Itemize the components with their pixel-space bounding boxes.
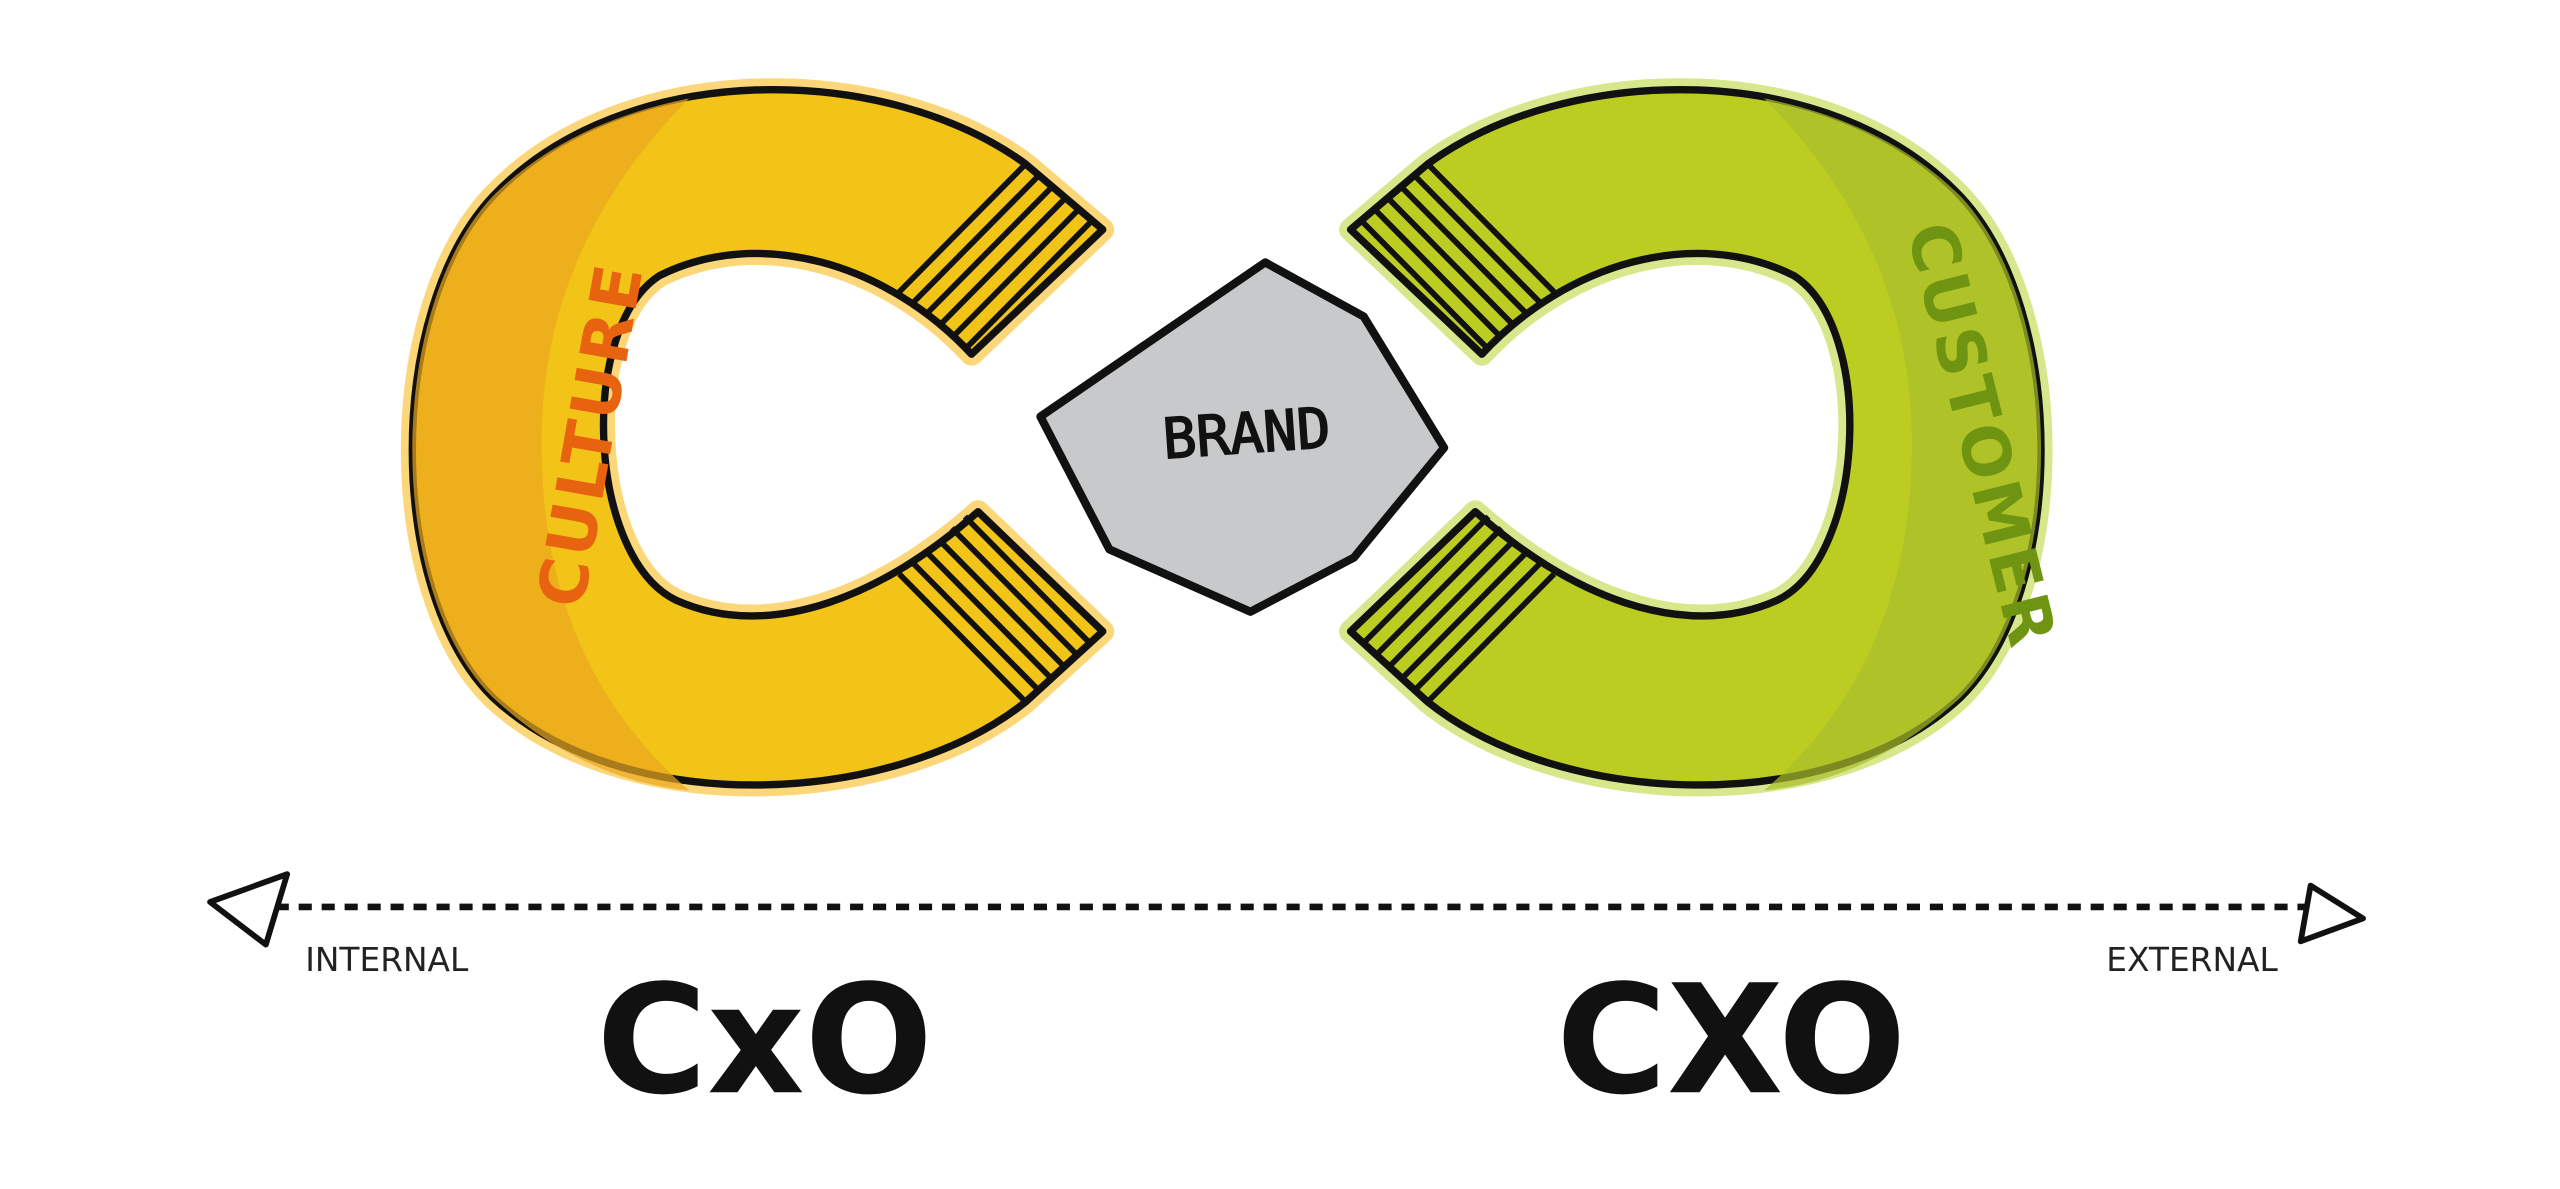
brand-label: BRAND (1161, 396, 1333, 473)
arrow-left-icon (207, 871, 291, 948)
external-label: EXTERNAL (2106, 941, 2278, 979)
internal-external-axis: INTERNAL EXTERNAL (207, 871, 2366, 979)
arrow-right-icon (2297, 882, 2366, 945)
internal-label: INTERNAL (305, 941, 469, 979)
cxo-external-title: CXO (1556, 952, 1906, 1128)
brand-hexagon: BRAND (1036, 258, 1449, 616)
culture-loop: CULTURE (412, 90, 1102, 791)
customer-loop (1351, 90, 2041, 791)
cxo-internal-title: CxO (596, 952, 932, 1128)
